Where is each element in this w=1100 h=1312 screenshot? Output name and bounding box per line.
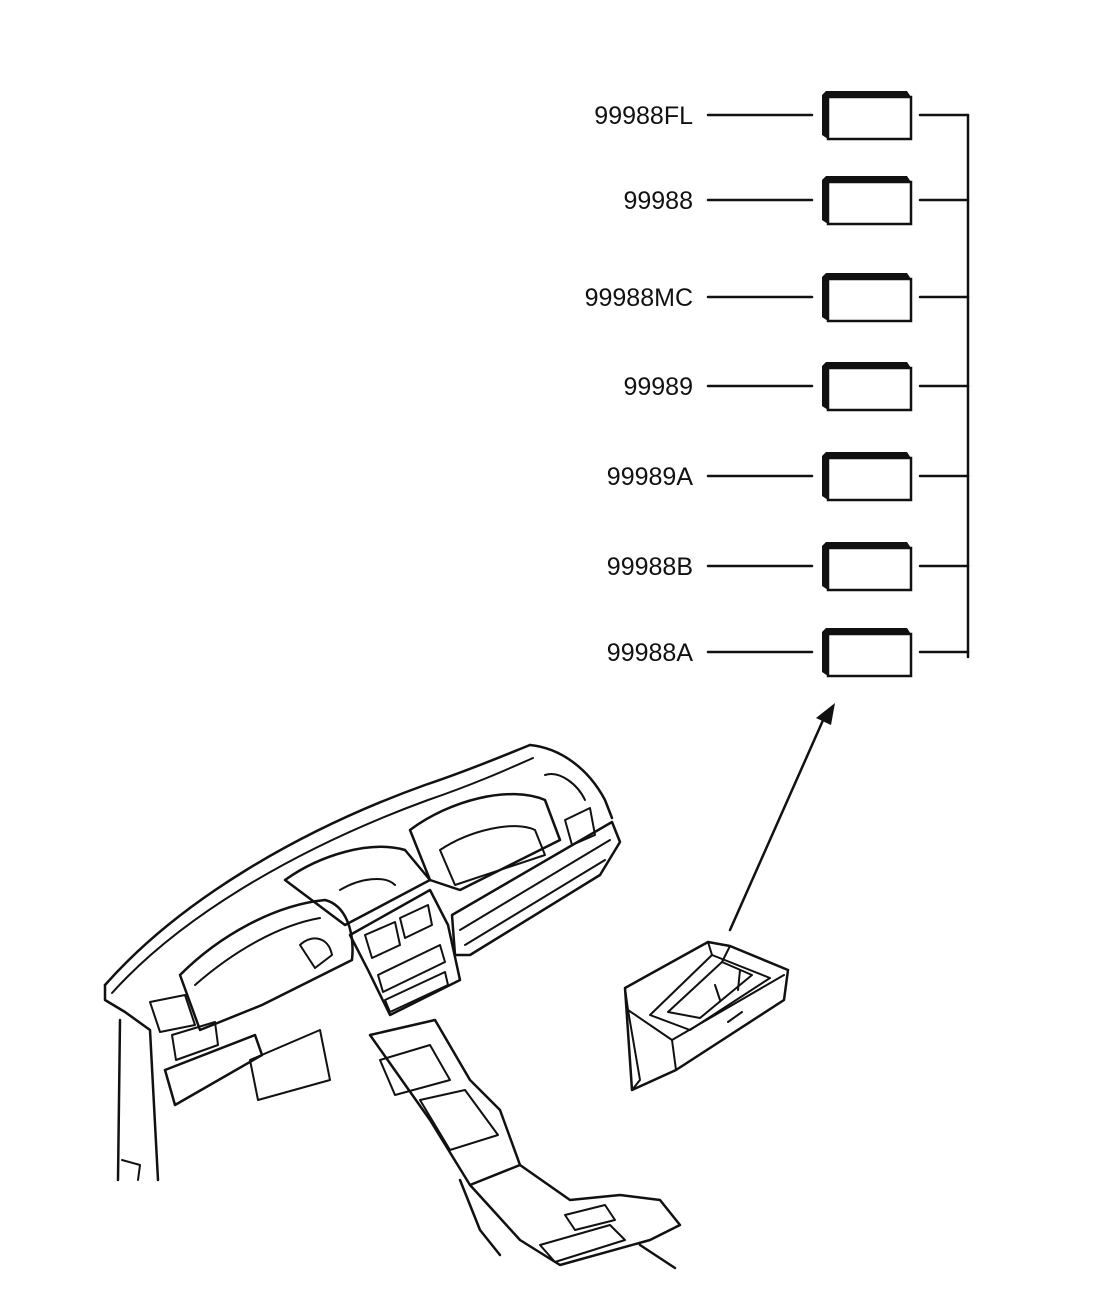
part-number-label: 99988FL [594, 102, 693, 130]
part-box-icon [822, 542, 913, 592]
part-number-label: 99988 [623, 187, 693, 215]
part-row: 99988FL [594, 91, 970, 141]
part-list: 99988FL 99988 99988MC 99989 99989A 99988B 9998… [585, 91, 970, 678]
part-row: 99988 [623, 176, 970, 226]
part-box-icon [822, 452, 913, 502]
part-box-icon [822, 91, 913, 141]
part-number-label: 99989A [607, 463, 694, 491]
part-row: 99988MC [585, 273, 970, 323]
part-number-label: 99989 [623, 373, 693, 401]
part-number-label: 99988B [607, 553, 693, 581]
part-row: 99988A [607, 628, 970, 678]
glove-box-illustration [623, 940, 790, 1092]
part-box-icon [822, 176, 913, 226]
part-row: 99989A [607, 452, 970, 502]
dashboard-illustration [103, 743, 682, 1270]
part-box-icon [822, 362, 913, 412]
part-number-label: 99988A [607, 639, 694, 667]
part-row: 99989 [623, 362, 970, 412]
part-number-label: 99988MC [585, 284, 693, 312]
callout-arrow [728, 703, 835, 932]
part-box-icon [822, 273, 913, 323]
part-row: 99988B [607, 542, 970, 592]
part-box-icon [822, 628, 913, 678]
